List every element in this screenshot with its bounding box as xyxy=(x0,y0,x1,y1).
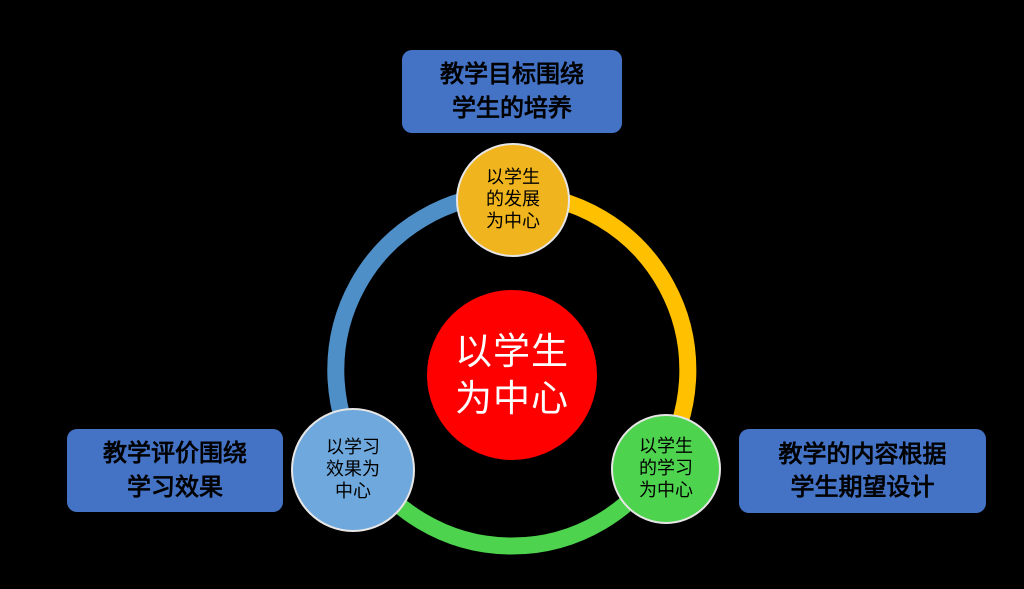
right-node-circle: 以学生 的学习 为中心 xyxy=(611,414,721,524)
top-node-circle: 以学生 的发展 为中心 xyxy=(456,143,570,257)
top-label-line-1: 教学目标围绕 xyxy=(440,61,584,89)
right-label-line-2: 学生期望设计 xyxy=(790,474,935,501)
left-node-text-line-3: 中心 xyxy=(335,480,371,501)
left-label-box: 教学评价围绕 学习效果 xyxy=(67,429,283,512)
top-node-text-line-2: 的发展 xyxy=(486,189,540,210)
center-circle: 以学生 为中心 xyxy=(427,290,597,460)
top-label-box: 教学目标围绕 学生的培养 xyxy=(402,50,622,133)
right-label-line-1: 教学的内容根据 xyxy=(778,440,947,468)
top-node-text-line-3: 为中心 xyxy=(486,210,540,231)
left-node-circle: 以学习 效果为 中心 xyxy=(291,408,415,532)
center-circle-text-line-1: 以学生 xyxy=(455,330,569,372)
center-circle-text-line-2: 为中心 xyxy=(455,378,569,419)
top-label-line-2: 学生的培养 xyxy=(452,94,572,122)
right-node-text-line-1: 以学生 xyxy=(639,436,693,457)
left-node-text-line-1: 以学习 xyxy=(326,437,380,458)
left-node-text-line-2: 效果为 xyxy=(326,459,380,480)
left-label-line-1: 教学评价围绕 xyxy=(103,440,247,468)
right-label-box: 教学的内容根据 学生期望设计 xyxy=(739,429,986,513)
right-node-text-line-2: 的学习 xyxy=(639,458,693,479)
left-label-line-2: 学习效果 xyxy=(127,473,223,501)
top-node-text-line-1: 以学生 xyxy=(486,167,540,188)
right-node-text-line-3: 为中心 xyxy=(639,479,693,500)
